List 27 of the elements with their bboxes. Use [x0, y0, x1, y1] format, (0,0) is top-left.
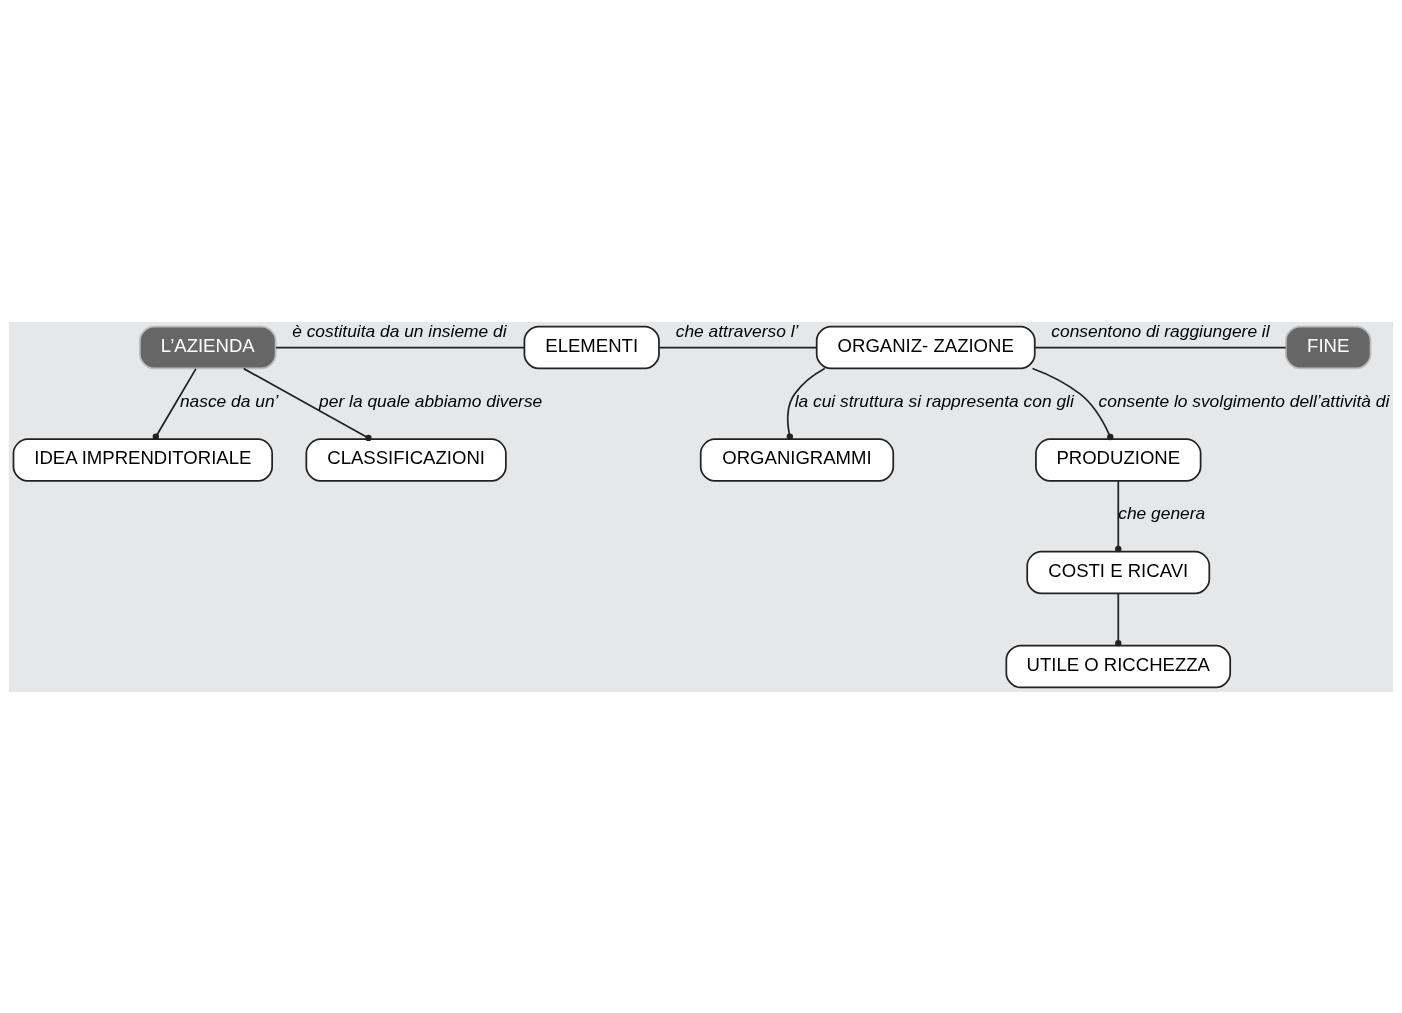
- edge-label: che attraverso l’: [675, 320, 799, 341]
- connector: [275, 346, 525, 348]
- node-box: IDEA IMPRENDITORIALE: [12, 437, 273, 482]
- node-box: COSTI E RICAVI: [1026, 550, 1211, 594]
- node-box: UTILE O RICCHEZZA: [1005, 644, 1232, 688]
- node-box: CLASSIFICAZIONI: [305, 437, 507, 482]
- connector: [242, 367, 372, 441]
- node-box: PRODUZIONE: [1035, 437, 1202, 482]
- node-box: FINE: [1285, 325, 1372, 369]
- connector: [658, 346, 818, 348]
- connector: [786, 367, 826, 440]
- edge-label: nasce da un’: [179, 390, 279, 411]
- node-box: ORGANIZ- ZAZIONE: [815, 325, 1036, 369]
- edge-label: è costituita da un insieme di: [292, 320, 507, 341]
- edge-label: la cui struttura si rappresenta con gli: [794, 390, 1074, 411]
- connector: [1031, 367, 1114, 440]
- connector: [1034, 346, 1287, 348]
- edge-label: consentono di raggiungere il: [1051, 320, 1270, 341]
- node-box: ORGANIGRAMMI: [699, 437, 895, 482]
- connector: [1115, 480, 1122, 552]
- edge-label: per la quale abbiamo diverse: [319, 390, 543, 411]
- node-box: L’AZIENDA: [139, 325, 277, 369]
- edge-label: che genera: [1118, 502, 1206, 523]
- connector: [1115, 592, 1122, 646]
- edge-label: consente lo svolgimento dell’attività di: [1098, 390, 1390, 411]
- node-box: ELEMENTI: [523, 325, 660, 369]
- connector: [152, 367, 197, 440]
